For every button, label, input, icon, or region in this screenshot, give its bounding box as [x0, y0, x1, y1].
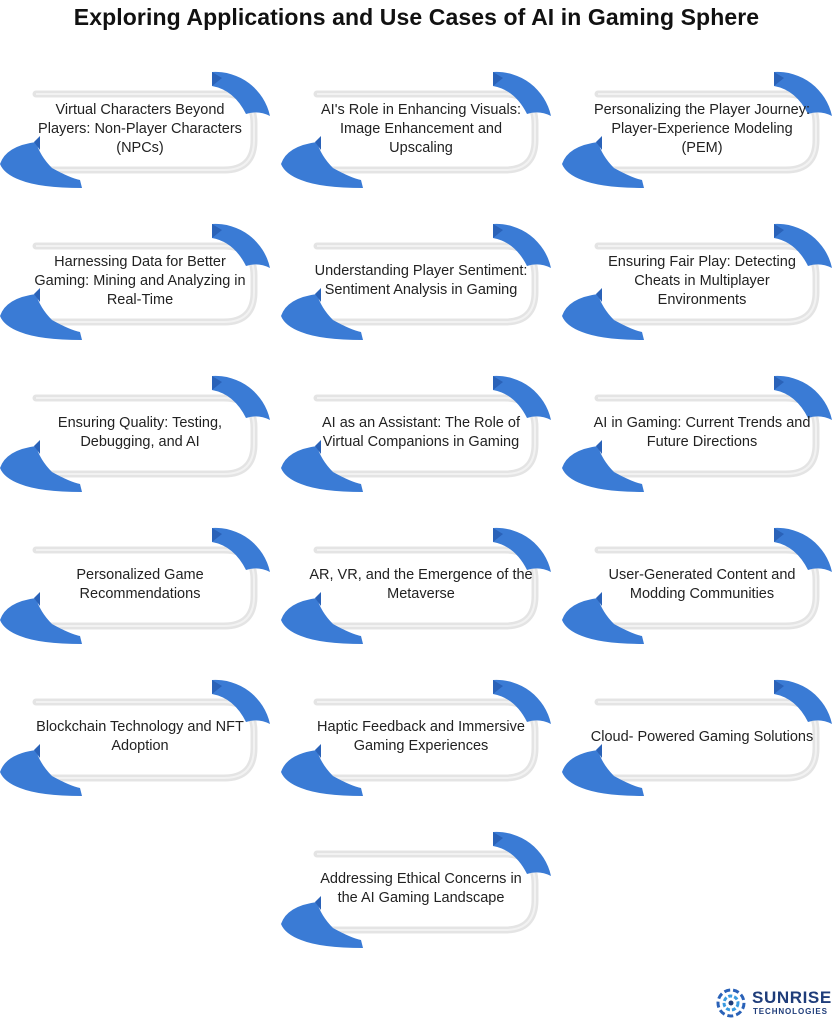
use-case-card: AI's Role in Enhancing Visuals: Image En…	[281, 70, 551, 188]
use-case-label: Ensuring Quality: Testing, Debugging, an…	[57, 415, 223, 450]
use-case-label: Virtual Characters Beyond Players: Non-P…	[38, 101, 242, 156]
use-case-label: Personalized Game Recommendations	[76, 567, 204, 602]
use-case-card: User-Generated Content and Modding Commu…	[562, 526, 832, 644]
company-logo: SUNRISE TECHNOLOGIES	[716, 986, 831, 1020]
logo-name: SUNRISE	[752, 988, 832, 1007]
use-case-label: Understanding Player Sentiment: Sentimen…	[314, 263, 528, 298]
use-case-card: Blockchain Technology and NFT Adoption	[0, 678, 270, 796]
use-case-card: AI in Gaming: Current Trends and Future …	[562, 374, 832, 492]
use-case-card: Cloud- Powered Gaming Solutions	[562, 678, 832, 796]
use-case-label: Haptic Feedback and Immersive Gaming Exp…	[317, 719, 525, 754]
use-case-label: Addressing Ethical Concerns in the AI Ga…	[320, 871, 522, 906]
use-case-card: Harnessing Data for Better Gaming: Minin…	[0, 222, 270, 340]
sunrise-logo-icon	[716, 988, 746, 1018]
use-case-label: Personalizing the Player Journey: Player…	[593, 101, 810, 156]
use-case-card: Addressing Ethical Concerns in the AI Ga…	[281, 830, 551, 948]
use-case-label: Harnessing Data for Better Gaming: Minin…	[34, 253, 246, 308]
use-case-label: Ensuring Fair Play: Detecting Cheats in …	[608, 253, 796, 308]
use-case-card: Haptic Feedback and Immersive Gaming Exp…	[281, 678, 551, 796]
use-case-card: Personalized Game Recommendations	[0, 526, 270, 644]
use-case-label: AR, VR, and the Emergence of the Metaver…	[309, 567, 533, 602]
use-case-card: Understanding Player Sentiment: Sentimen…	[281, 222, 551, 340]
use-case-label: Cloud- Powered Gaming Solutions	[590, 728, 814, 745]
use-case-card: AR, VR, and the Emergence of the Metaver…	[281, 526, 551, 644]
logo-subtitle: TECHNOLOGIES	[753, 1007, 828, 1016]
use-case-label: Blockchain Technology and NFT Adoption	[36, 719, 244, 754]
use-case-card: Ensuring Fair Play: Detecting Cheats in …	[562, 222, 832, 340]
use-case-card: Ensuring Quality: Testing, Debugging, an…	[0, 374, 270, 492]
use-case-card: AI as an Assistant: The Role of Virtual …	[281, 374, 551, 492]
use-case-label: AI in Gaming: Current Trends and Future …	[593, 415, 811, 450]
page-title: Exploring Applications and Use Cases of …	[73, 4, 760, 30]
use-case-card: Personalizing the Player Journey: Player…	[562, 70, 832, 188]
use-case-label: User-Generated Content and Modding Commu…	[608, 567, 796, 602]
use-case-label: AI as an Assistant: The Role of Virtual …	[321, 415, 520, 450]
use-case-label: AI's Role in Enhancing Visuals: Image En…	[321, 101, 521, 156]
use-case-card: Virtual Characters Beyond Players: Non-P…	[0, 70, 270, 188]
